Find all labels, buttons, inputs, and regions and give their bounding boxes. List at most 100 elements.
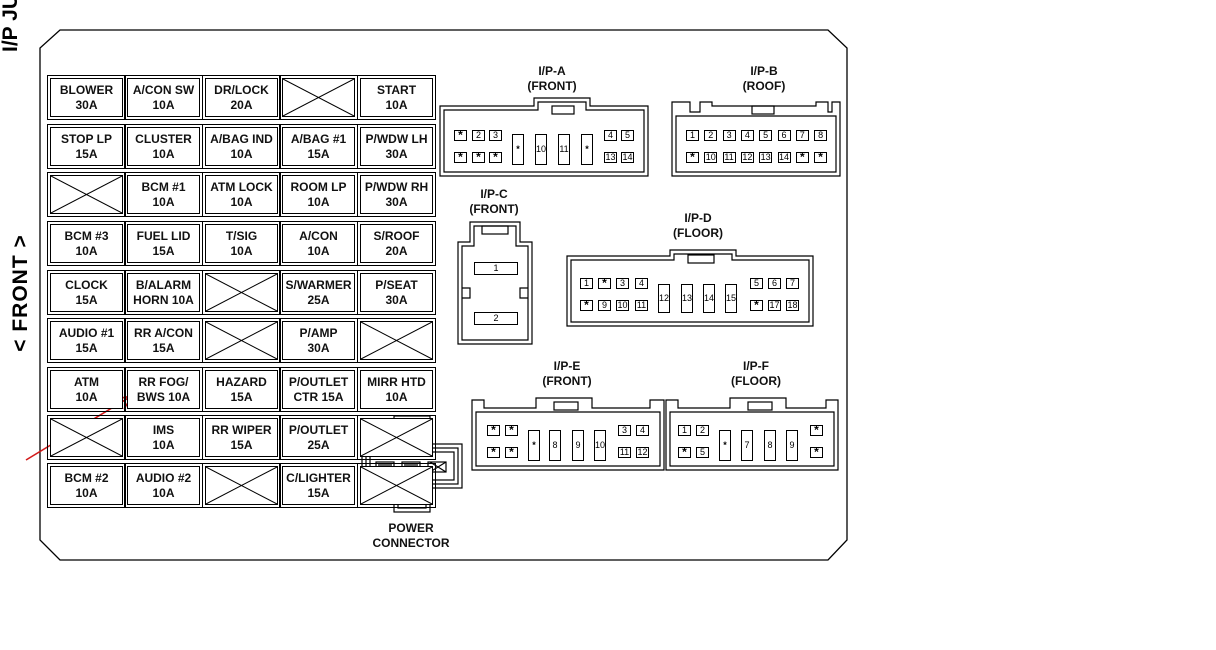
fuse-slot-empty <box>357 318 436 363</box>
connector-pin: * <box>598 277 611 289</box>
connector-pin: 5 <box>621 130 634 141</box>
connector-pin: * <box>487 446 500 458</box>
fuse-rating: 15A <box>75 292 98 307</box>
fuse-name: AUDIO #1 <box>58 325 115 340</box>
connector-pin: 4 <box>635 278 648 289</box>
fuse-rating: 25A <box>307 437 330 452</box>
connector-pin: * <box>505 446 518 458</box>
fuse-name: A/BAG IND <box>210 131 273 146</box>
connector-pin: 7 <box>741 430 753 461</box>
connector-pin: 14 <box>777 152 791 163</box>
connector-pin: 13 <box>604 152 617 163</box>
fuse-name: S/ROOF <box>373 228 420 243</box>
fuse-rating: 15A <box>307 485 330 500</box>
connector-ipd-location: (FLOOR) <box>673 226 723 240</box>
fuse-name: ATM <box>73 374 100 389</box>
fuse-name: ROOM LP <box>290 179 347 194</box>
fuse-rating: 15A <box>152 340 175 355</box>
connector-pin: 5 <box>750 278 763 289</box>
connector-ipd-name: I/P-D <box>684 211 712 225</box>
fuse-rating: 10A <box>152 485 175 500</box>
fuse-slot-empty <box>357 415 436 460</box>
connector-ipe-location: (FRONT) <box>542 374 592 388</box>
connector-pin: * <box>814 151 828 163</box>
fuse-name: P/OUTLET <box>288 374 349 389</box>
fuse-rating: 20A <box>230 97 253 112</box>
connector-pin: * <box>750 299 763 311</box>
fuse-name: BCM #1 <box>141 179 186 194</box>
connector-pin: 3 <box>618 425 631 436</box>
connector-pin: 8 <box>764 430 776 461</box>
side-title-ip-junction: I/P JU <box>0 0 22 52</box>
connector-pin: * <box>472 151 485 163</box>
connector-pin: 8 <box>549 430 561 461</box>
fuse-rating: 10A <box>307 243 330 258</box>
connector-ipd-label: I/P-D (FLOOR) <box>673 211 723 241</box>
fuse-name: START <box>376 82 417 97</box>
side-title-front: < FRONT > <box>8 234 32 352</box>
empty-slot-cross-icon <box>206 322 277 359</box>
connector-pin: 6 <box>768 278 781 289</box>
fuse-rating: 10A <box>152 97 175 112</box>
fuse-box-outline <box>39 29 848 561</box>
power-connector-label: POWER CONNECTOR <box>372 521 449 551</box>
fuse-name: P/WDW RH <box>364 179 429 194</box>
empty-slot-cross-icon <box>51 176 122 213</box>
fuse-rating: CTR 15A <box>293 389 344 404</box>
fuse-slot-empty <box>47 415 126 460</box>
empty-slot-cross-icon <box>51 419 122 456</box>
connector-pin: 17 <box>768 300 781 311</box>
power-connector-line2: CONNECTOR <box>372 536 450 550</box>
power-connector-line1: POWER <box>388 521 434 535</box>
fuse-rating: 10A <box>152 194 175 209</box>
connector-pin: * <box>795 151 809 163</box>
fuse-rating: 15A <box>75 146 98 161</box>
fuse-name: CLOCK <box>65 277 108 292</box>
fuse-name: A/CON <box>299 228 338 243</box>
fuse-name: RR A/CON <box>134 325 193 340</box>
connector-pin: 9 <box>786 430 798 461</box>
fuse-slot-empty <box>202 270 281 315</box>
fuse-name: IMS <box>152 422 175 437</box>
fuse-name: P/AMP <box>299 325 338 340</box>
connector-pin: * <box>581 134 593 165</box>
fuse-name: STOP LP <box>61 131 112 146</box>
connector-ipb-location: (ROOF) <box>742 79 786 93</box>
fuse-rating: 30A <box>385 194 408 209</box>
fuse-name: AUDIO #2 <box>135 470 192 485</box>
fuse-name: A/BAG #1 <box>290 131 347 146</box>
fuse-slot-empty <box>202 463 281 508</box>
connector-ipb-housing <box>671 101 841 177</box>
fuse-rating: 30A <box>385 146 408 161</box>
fuse-name: P/WDW LH <box>365 131 428 146</box>
connector-pin: 1 <box>580 278 593 289</box>
connector-pin: 7 <box>786 278 799 289</box>
fuse-rating: 25A <box>307 292 330 307</box>
connector-pin: 13 <box>681 284 693 313</box>
fuse-name: HAZARD <box>216 374 267 389</box>
connector-ipc-location: (FRONT) <box>469 202 519 216</box>
empty-slot-cross-icon <box>361 419 432 456</box>
connector-ipd-housing <box>566 249 814 327</box>
fuse-name: BLOWER <box>59 82 114 97</box>
empty-slot-cross-icon <box>361 467 432 504</box>
connector-pin: 14 <box>703 284 715 313</box>
connector-ipc-housing <box>457 221 533 345</box>
